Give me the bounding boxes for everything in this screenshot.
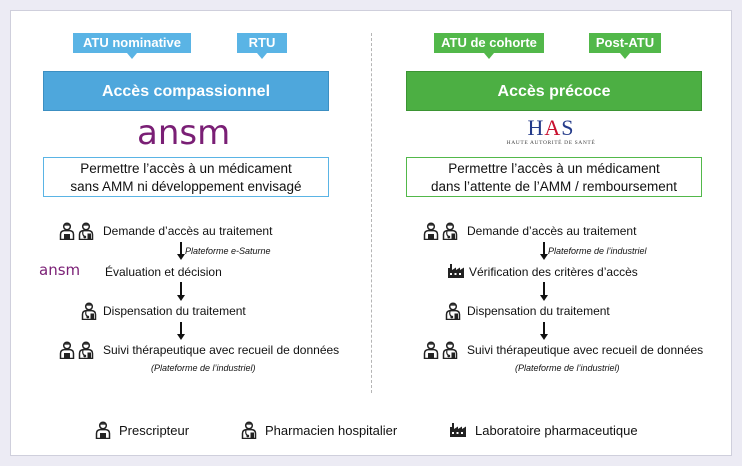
tag-atu-cohorte: ATU de cohorte	[434, 33, 544, 59]
pharmacist-icon	[445, 302, 461, 320]
step-dispensation: Dispensation du traitement	[467, 304, 610, 318]
prescriber-icon	[59, 341, 75, 359]
factory-icon	[447, 263, 465, 279]
pharmacist-icon	[78, 222, 94, 240]
platform-label: (Plateforme de l’industriel)	[151, 363, 256, 373]
ansm-logo-small: ansm	[39, 261, 81, 279]
step-verification: Vérification des critères d’accès	[469, 265, 638, 279]
prescriber-icon	[59, 222, 75, 240]
step-dispensation: Dispensation du traitement	[103, 304, 246, 318]
legend-lab: Laboratoire pharmaceutique	[449, 422, 638, 438]
tag-atu-nominative: ATU nominative	[73, 33, 191, 59]
platform-label: Plateforme de l’industriel	[548, 246, 647, 256]
step-suivi: Suivi thérapeutique avec recueil de donn…	[103, 343, 340, 357]
tag-rtu: RTU	[237, 33, 287, 59]
platform-label: (Plateforme de l’industriel)	[515, 363, 620, 373]
step-icons	[423, 222, 458, 240]
prescriber-icon	[423, 222, 439, 240]
platform-label: Plateforme e-Saturne	[185, 246, 271, 256]
step-icons	[423, 341, 458, 359]
legend-prescriber: Prescripteur	[95, 421, 189, 439]
factory-icon	[449, 422, 467, 438]
step-icons	[445, 302, 461, 320]
pharmacist-icon	[81, 302, 97, 320]
pharmacist-icon	[442, 341, 458, 359]
step-icons	[59, 222, 94, 240]
goal-box-precoce: Permettre l’accès à un médicament dans l…	[406, 157, 702, 197]
pharmacist-icon	[241, 421, 257, 439]
goal-box-compassionnel: Permettre l’accès à un médicament sans A…	[43, 157, 329, 197]
pharmacist-icon	[78, 341, 94, 359]
column-divider	[371, 33, 372, 393]
has-logo: HAS HAUTE AUTORITÉ DE SANTÉ	[506, 115, 596, 147]
legend-pharmacist: Pharmacien hospitalier	[241, 421, 397, 439]
header-acces-precoce: Accès précoce	[406, 71, 702, 111]
ansm-logo: ansm	[137, 113, 231, 153]
step-icons	[59, 341, 94, 359]
diagram-frame: ATU nominative RTU ATU de cohorte Post-A…	[10, 10, 732, 456]
prescriber-icon	[423, 341, 439, 359]
prescriber-icon	[95, 421, 111, 439]
tag-post-atu: Post-ATU	[589, 33, 661, 59]
step-icons	[81, 302, 97, 320]
step-demande-acces: Demande d’accès au traitement	[103, 224, 273, 238]
header-acces-compassionnel: Accès compassionnel	[43, 71, 329, 111]
step-evaluation: Évaluation et décision	[105, 265, 222, 279]
step-demande-acces: Demande d’accès au traitement	[467, 224, 637, 238]
step-icons	[447, 263, 465, 279]
pharmacist-icon	[442, 222, 458, 240]
step-suivi: Suivi thérapeutique avec recueil de donn…	[467, 343, 704, 357]
